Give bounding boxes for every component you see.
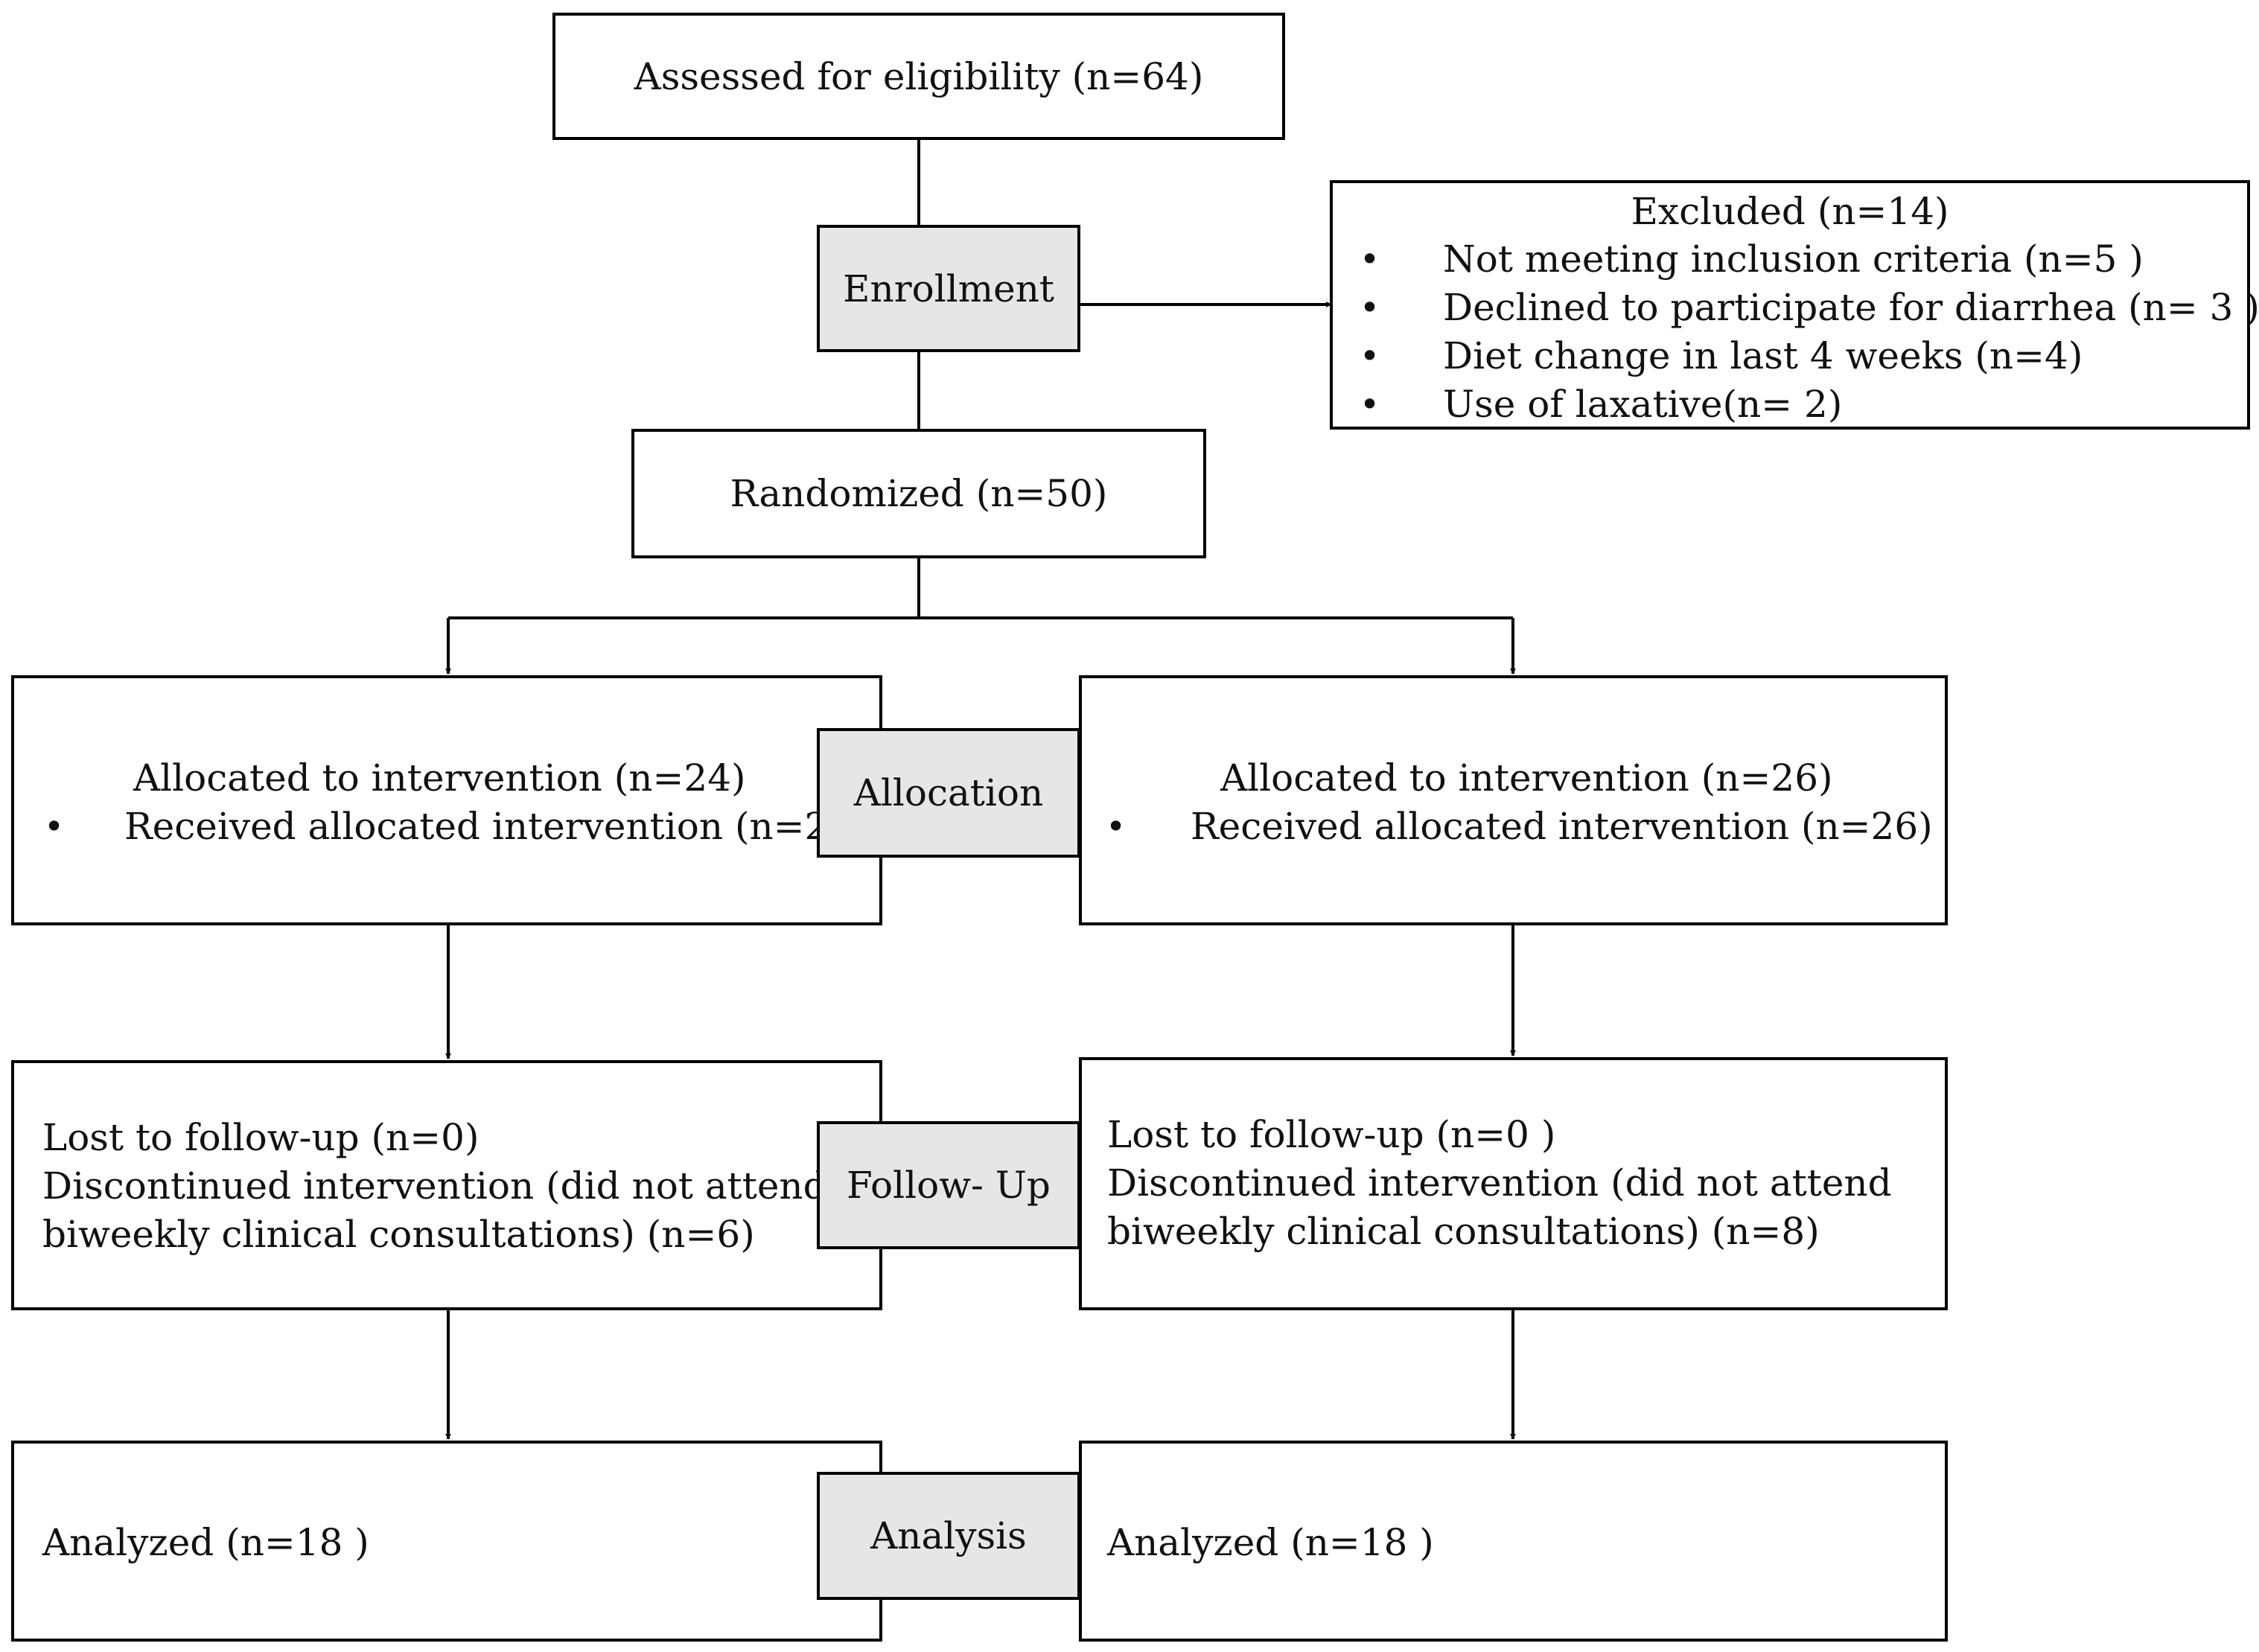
right-discontinued-text-cont: biweekly clinical consultations) (n=8) [1107,1210,1820,1253]
excluded-item-diet: Diet change in last 4 weeks (n=4) [1443,334,2083,377]
left-discontinued-text: Discontinued intervention (did not atten… [42,1164,827,1208]
stage-analysis-label: Analysis [870,1514,1027,1557]
stage-follow-up: Follow- Up [817,1121,1080,1249]
left-discontinued-text-cont: biweekly clinical consultations) (n=6) [42,1213,755,1256]
right-received-text: Received allocated intervention (n=26) [1191,805,1933,848]
excluded-bullet: • [1360,384,1380,424]
excluded-item-declined: Declined to participate for diarrhea (n=… [1443,286,2259,329]
right-analyzed-text: Analyzed (n=18 ) [1107,1521,1434,1564]
excluded-bullet: • [1360,239,1380,279]
excluded-bullet: • [1360,287,1380,328]
stage-allocation-label: Allocation [853,771,1044,814]
right-discontinued-text: Discontinued intervention (did not atten… [1107,1161,1892,1205]
excluded-item-laxative: Use of laxative(n= 2) [1443,383,1843,426]
excluded-item-inclusion: Not meeting inclusion criteria (n=5 ) [1443,237,2144,281]
right-allocated-text: Allocated to intervention (n=26) [1220,756,1833,800]
excluded-title: Excluded (n=14) [1631,190,1949,233]
right-analysis-box: Analyzed (n=18 ) [1079,1441,1948,1642]
randomized-label: Randomized (n=50) [730,472,1108,515]
assessed-label: Assessed for eligibility (n=64) [634,54,1204,98]
stage-analysis: Analysis [817,1472,1080,1600]
right-allocation-box: Allocated to intervention (n=26) • Recei… [1079,675,1948,925]
stage-follow-up-label: Follow- Up [847,1164,1051,1207]
right-followup-box: Lost to follow-up (n=0 ) Discontinued in… [1079,1057,1948,1310]
left-followup-box: Lost to follow-up (n=0) Discontinued int… [11,1060,882,1310]
stage-enrollment-label: Enrollment [843,267,1054,310]
left-received-text: Received allocated intervention (n=24) [124,805,867,848]
left-analysis-box: Analyzed (n=18 ) [11,1441,882,1642]
left-allocated-text: Allocated to intervention (n=24) [133,756,746,800]
left-allocation-box: Allocated to intervention (n=24) • Recei… [11,675,882,925]
stage-enrollment: Enrollment [817,225,1080,352]
left-lost-text: Lost to follow-up (n=0) [42,1116,479,1159]
randomized-box: Randomized (n=50) [631,429,1206,558]
left-analyzed-text: Analyzed (n=18 ) [42,1521,369,1564]
assessed-box: Assessed for eligibility (n=64) [552,13,1285,140]
excluded-box: Excluded (n=14) • Not meeting inclusion … [1330,180,2259,430]
excluded-bullet: • [1360,336,1380,376]
right-lost-text: Lost to follow-up (n=0 ) [1107,1113,1556,1156]
stage-allocation: Allocation [817,728,1080,858]
left-received-bullet: • [44,806,65,846]
right-received-bullet: • [1106,806,1127,846]
